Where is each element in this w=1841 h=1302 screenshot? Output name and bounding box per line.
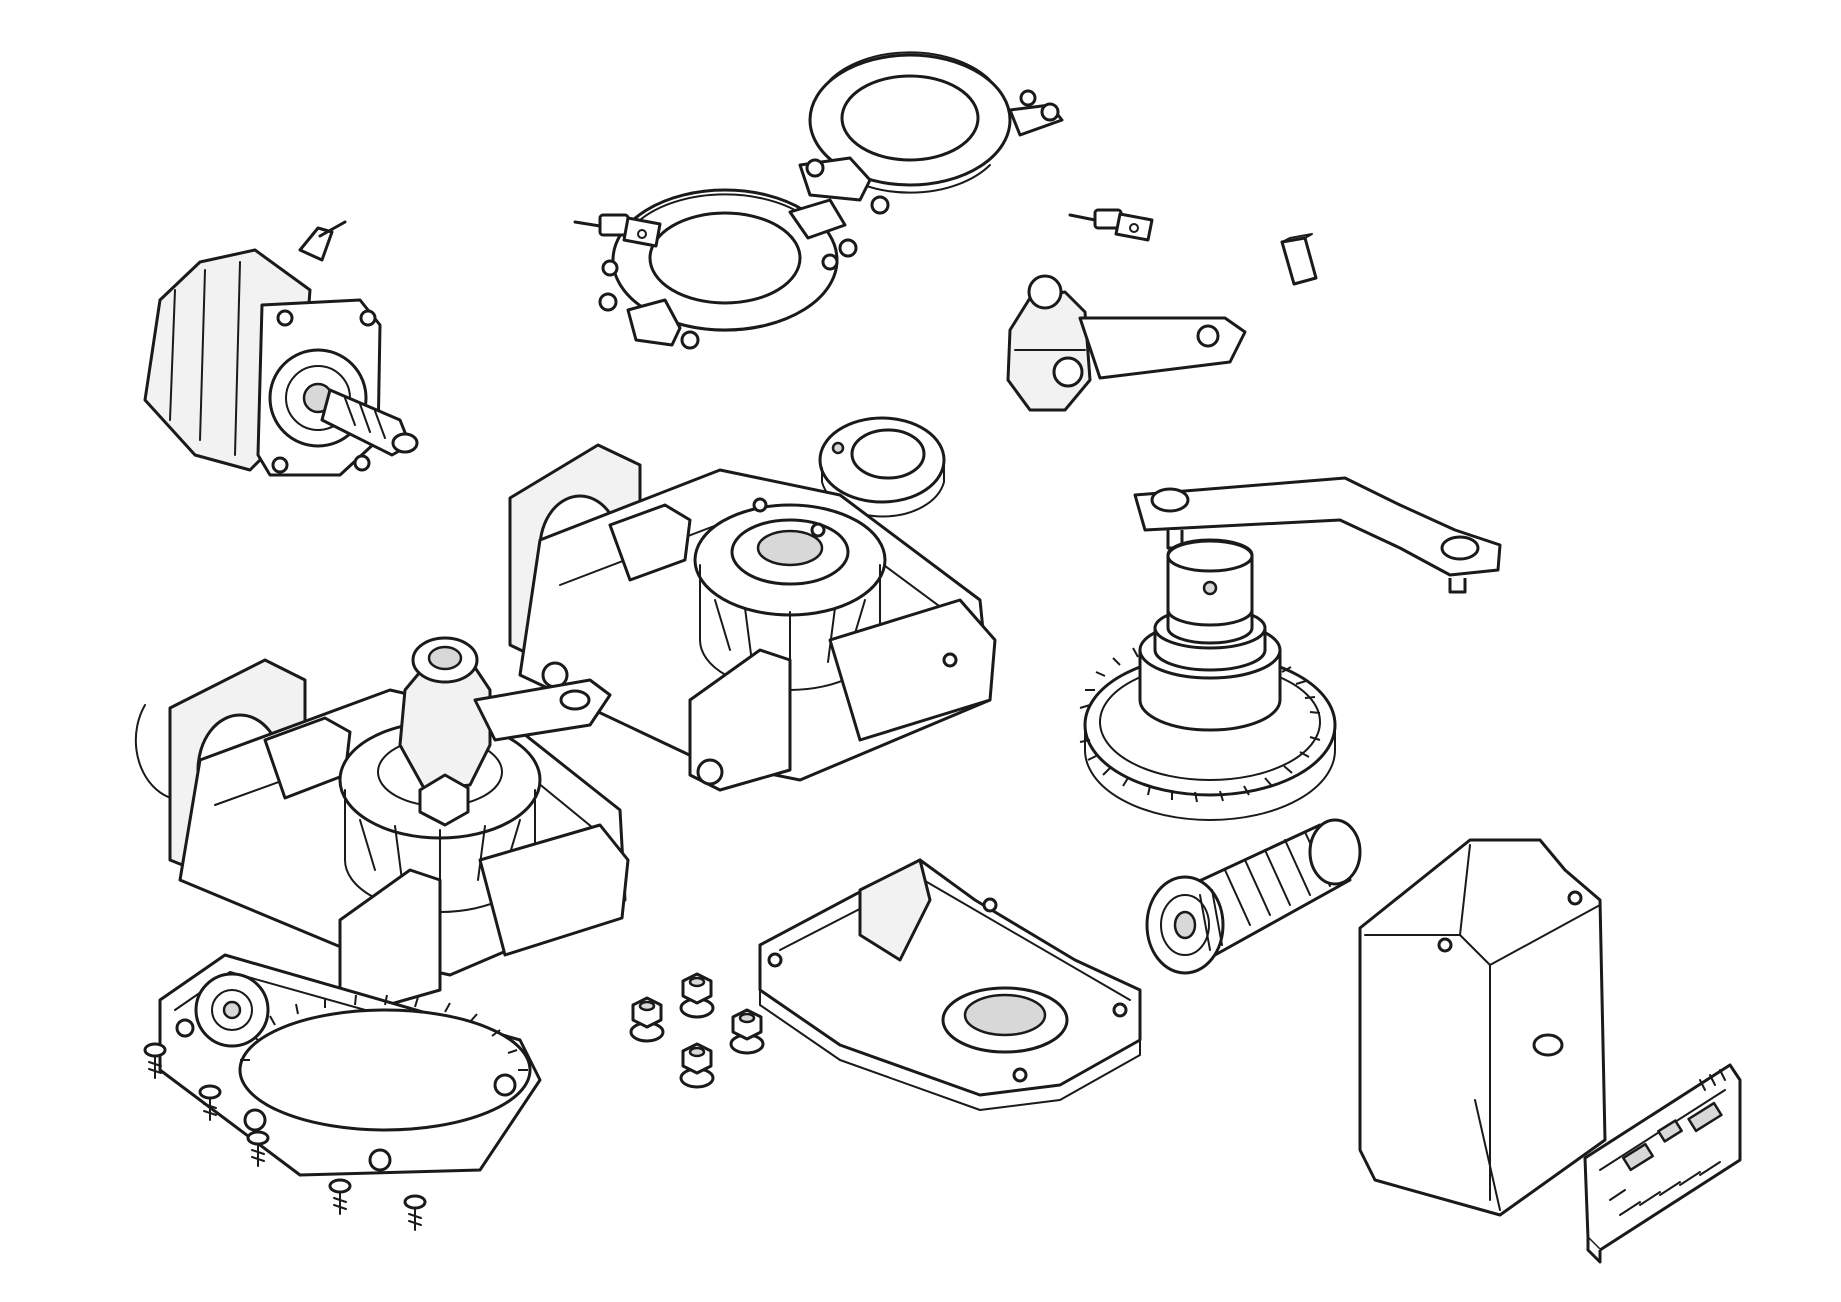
screw[interactable] [143,1042,167,1079]
upper-limit-ring[interactable] [798,51,1064,215]
bottom-cover[interactable] [758,858,1142,1111]
output-gear-shaft[interactable] [1079,538,1337,821]
nut[interactable] [729,1008,765,1055]
gearbox-housing-top[interactable] [508,443,997,792]
screws[interactable] [143,1042,427,1231]
nut[interactable] [629,996,665,1043]
lower-limit-ring[interactable] [598,188,858,350]
screw[interactable] [328,1178,352,1215]
nut[interactable] [679,972,715,1019]
gearmotor-assembly[interactable] [134,636,630,1177]
bearing-ring[interactable] [818,416,946,518]
control-board[interactable] [1583,1063,1742,1264]
screw[interactable] [198,1084,222,1121]
release-lever-hub[interactable] [1006,274,1247,412]
key-block[interactable] [1280,233,1318,286]
nut[interactable] [679,1042,715,1089]
electric-motor[interactable] [143,220,419,477]
nuts-washers[interactable] [629,972,765,1089]
microswitch-left[interactable] [573,213,662,248]
worm-screw[interactable] [1145,818,1362,975]
screw[interactable] [403,1194,427,1231]
control-box[interactable] [1358,838,1607,1217]
microswitch-right[interactable] [1068,208,1154,242]
screw[interactable] [246,1130,270,1167]
